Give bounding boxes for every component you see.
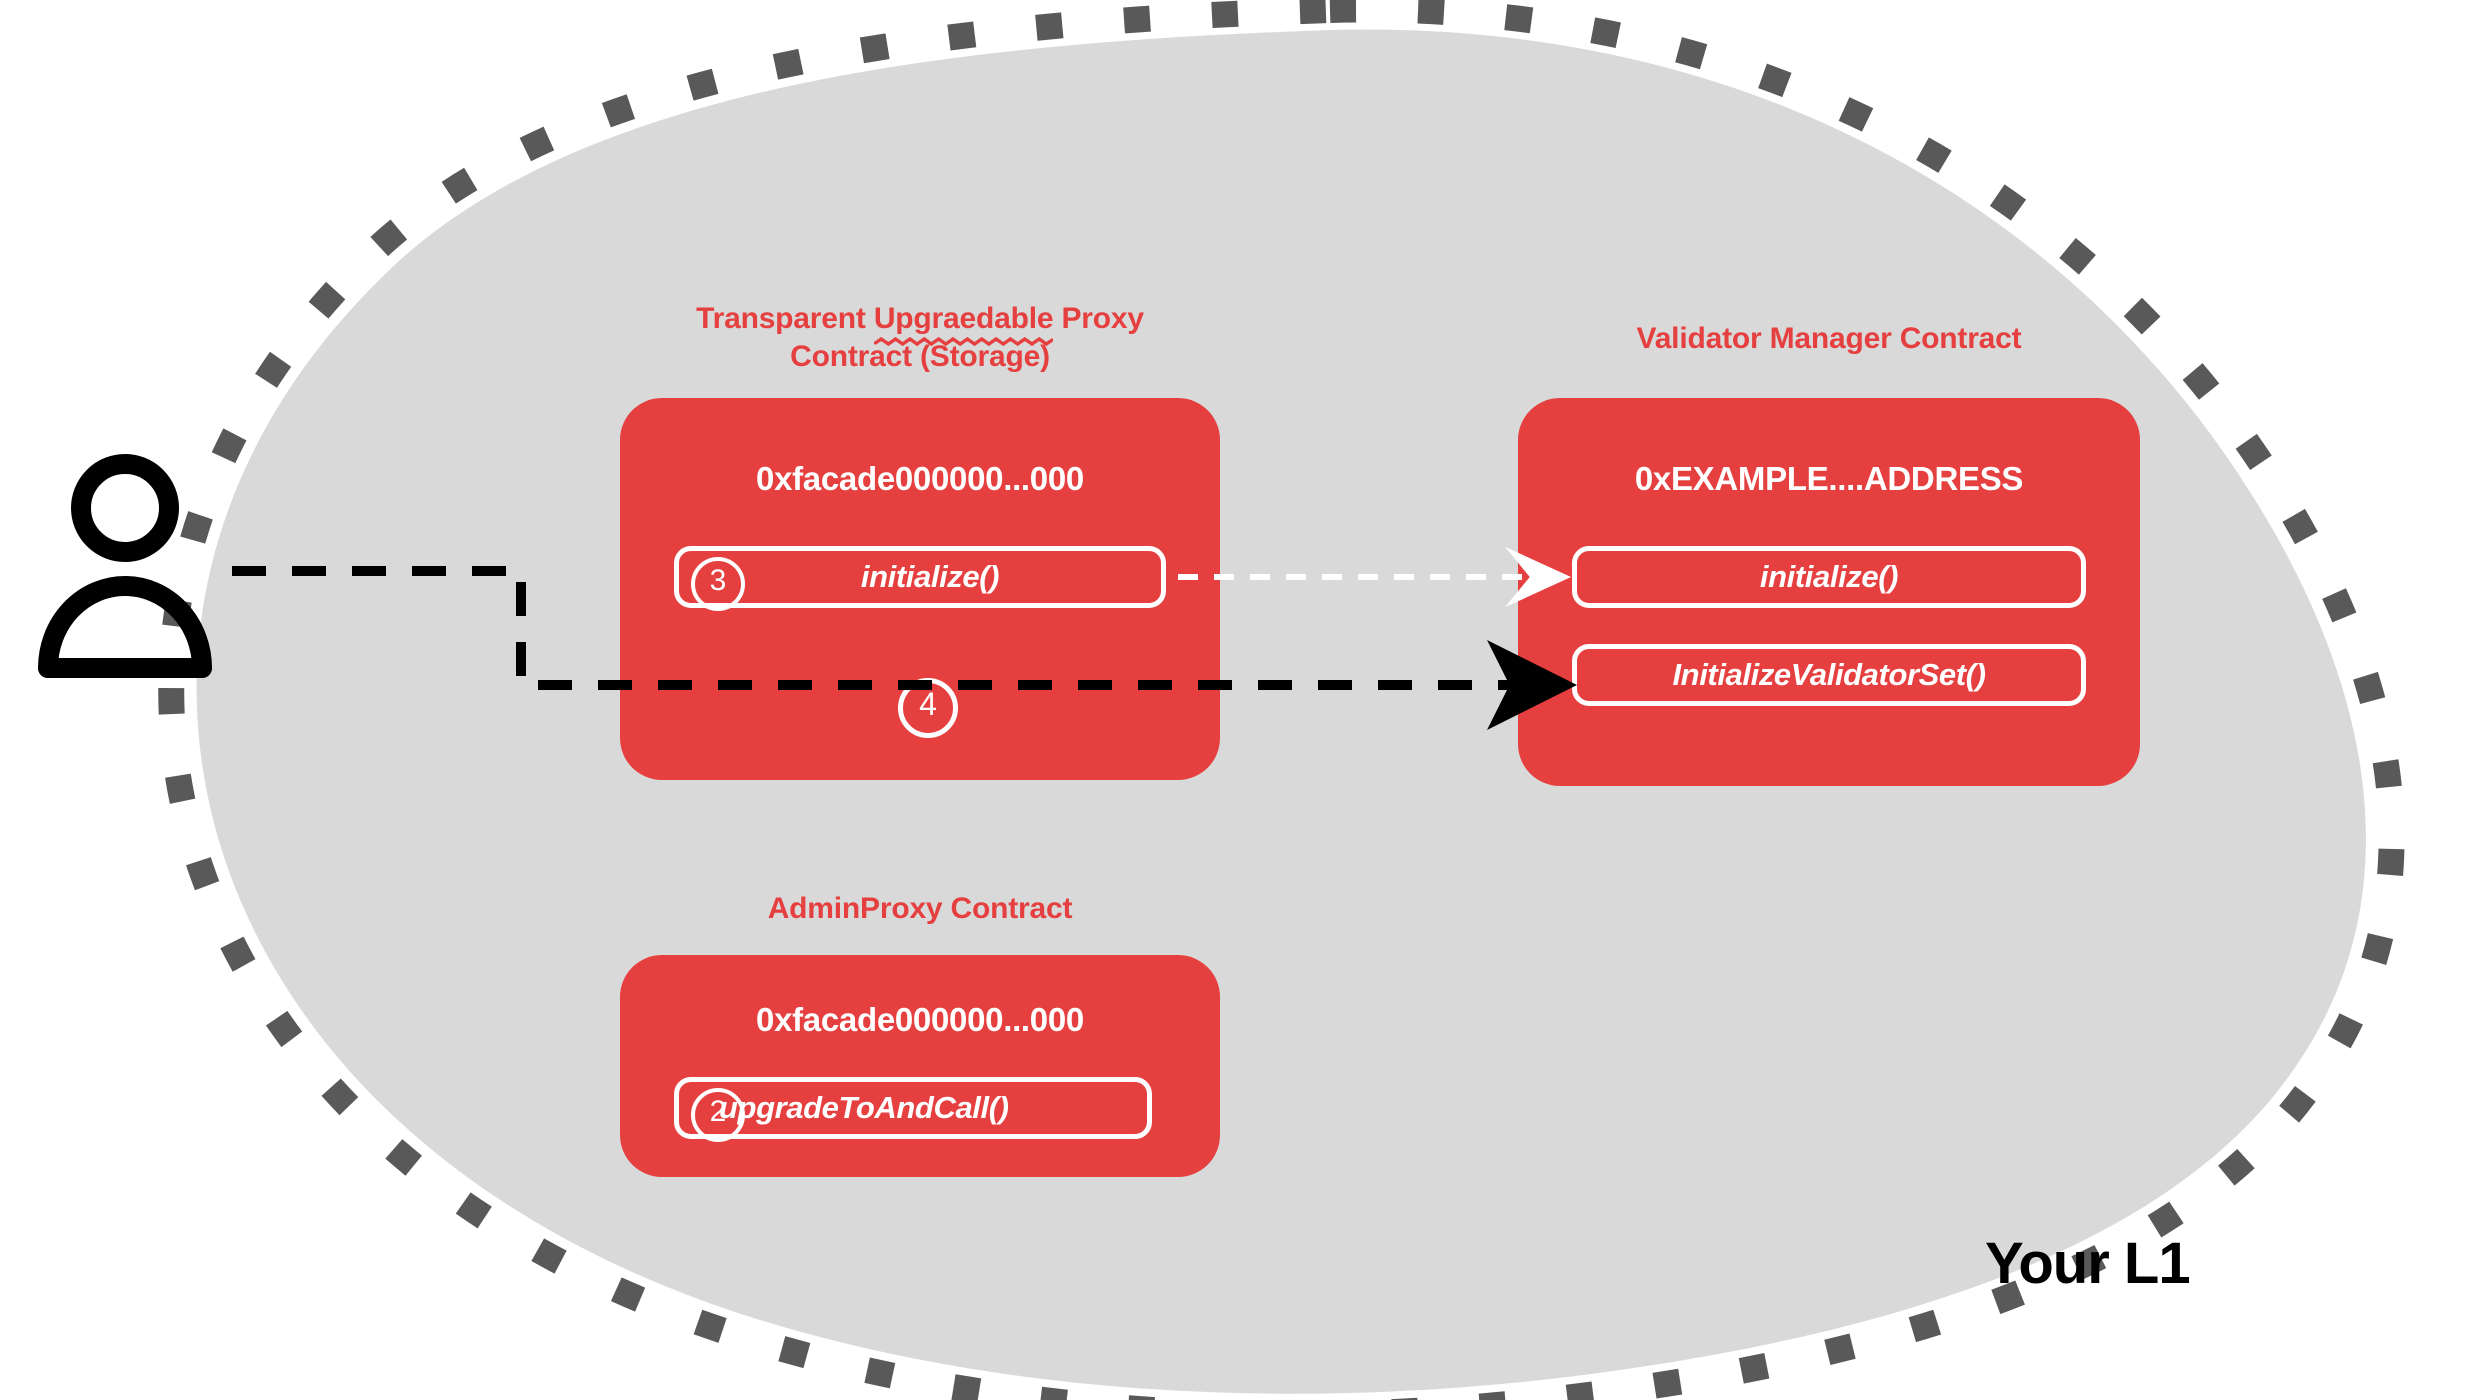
function-label-initialize: initialize() [860,559,1000,594]
card-title-transparent-upgradeable-proxy: Transparent Upgraedable Proxy Contract (… [620,300,1220,375]
function-label-initialize-validator-set: InitializeValidatorSet() [1672,657,1986,692]
contract-card-admin-proxy[interactable]: 0xfacade000000...000 2 upgradeToAndCall(… [620,955,1220,1177]
contract-address-proxy: 0xfacade000000...000 [756,460,1084,497]
person-icon [38,454,212,678]
card-title-line-1: Transparent [696,302,874,335]
function-label-initialize-vm: initialize() [1759,559,1899,594]
function-box-initialize-vm[interactable]: initialize() [1572,546,2086,608]
card-title-line-1-tail: Proxy [1053,302,1144,335]
step-badge-3: 3 [691,557,745,611]
step-badge-4: 4 [898,678,958,738]
step-badge-2: 2 [691,1088,745,1142]
function-box-initialize-proxy[interactable]: 3 initialize() [674,546,1166,611]
contract-card-validator-manager[interactable]: 0xEXAMPLE....ADDRESS initialize() Initia… [1518,398,2140,786]
card-title-validator-manager: Validator Manager Contract [1518,320,2140,358]
card-title-admin-line-1: AdminProxy Contract [767,892,1073,925]
function-label-upgrade-to-and-call: upgradeToAndCall() [719,1090,1009,1125]
card-title-admin-proxy: AdminProxy Contract [620,890,1220,928]
function-box-initialize-validator-set[interactable]: InitializeValidatorSet() [1572,644,2086,706]
function-box-upgrade-to-and-call[interactable]: 2 upgradeToAndCall() [674,1077,1152,1142]
zone-label-your-l1: Your L1 [1985,1231,2191,1296]
contract-address-admin-proxy: 0xfacade000000...000 [756,1001,1084,1038]
contract-address-validator-manager: 0xEXAMPLE....ADDRESS [1634,460,2024,497]
misspelled-word: Upgraedable [873,300,1054,346]
card-title-vm-line-1: Validator Manager Contract [1636,322,2022,355]
card-title-line-2: Contract (Storage) [790,339,1050,373]
contract-card-transparent-upgradeable-proxy[interactable]: 0xfacade000000...000 3 initialize() 4 [620,398,1220,780]
